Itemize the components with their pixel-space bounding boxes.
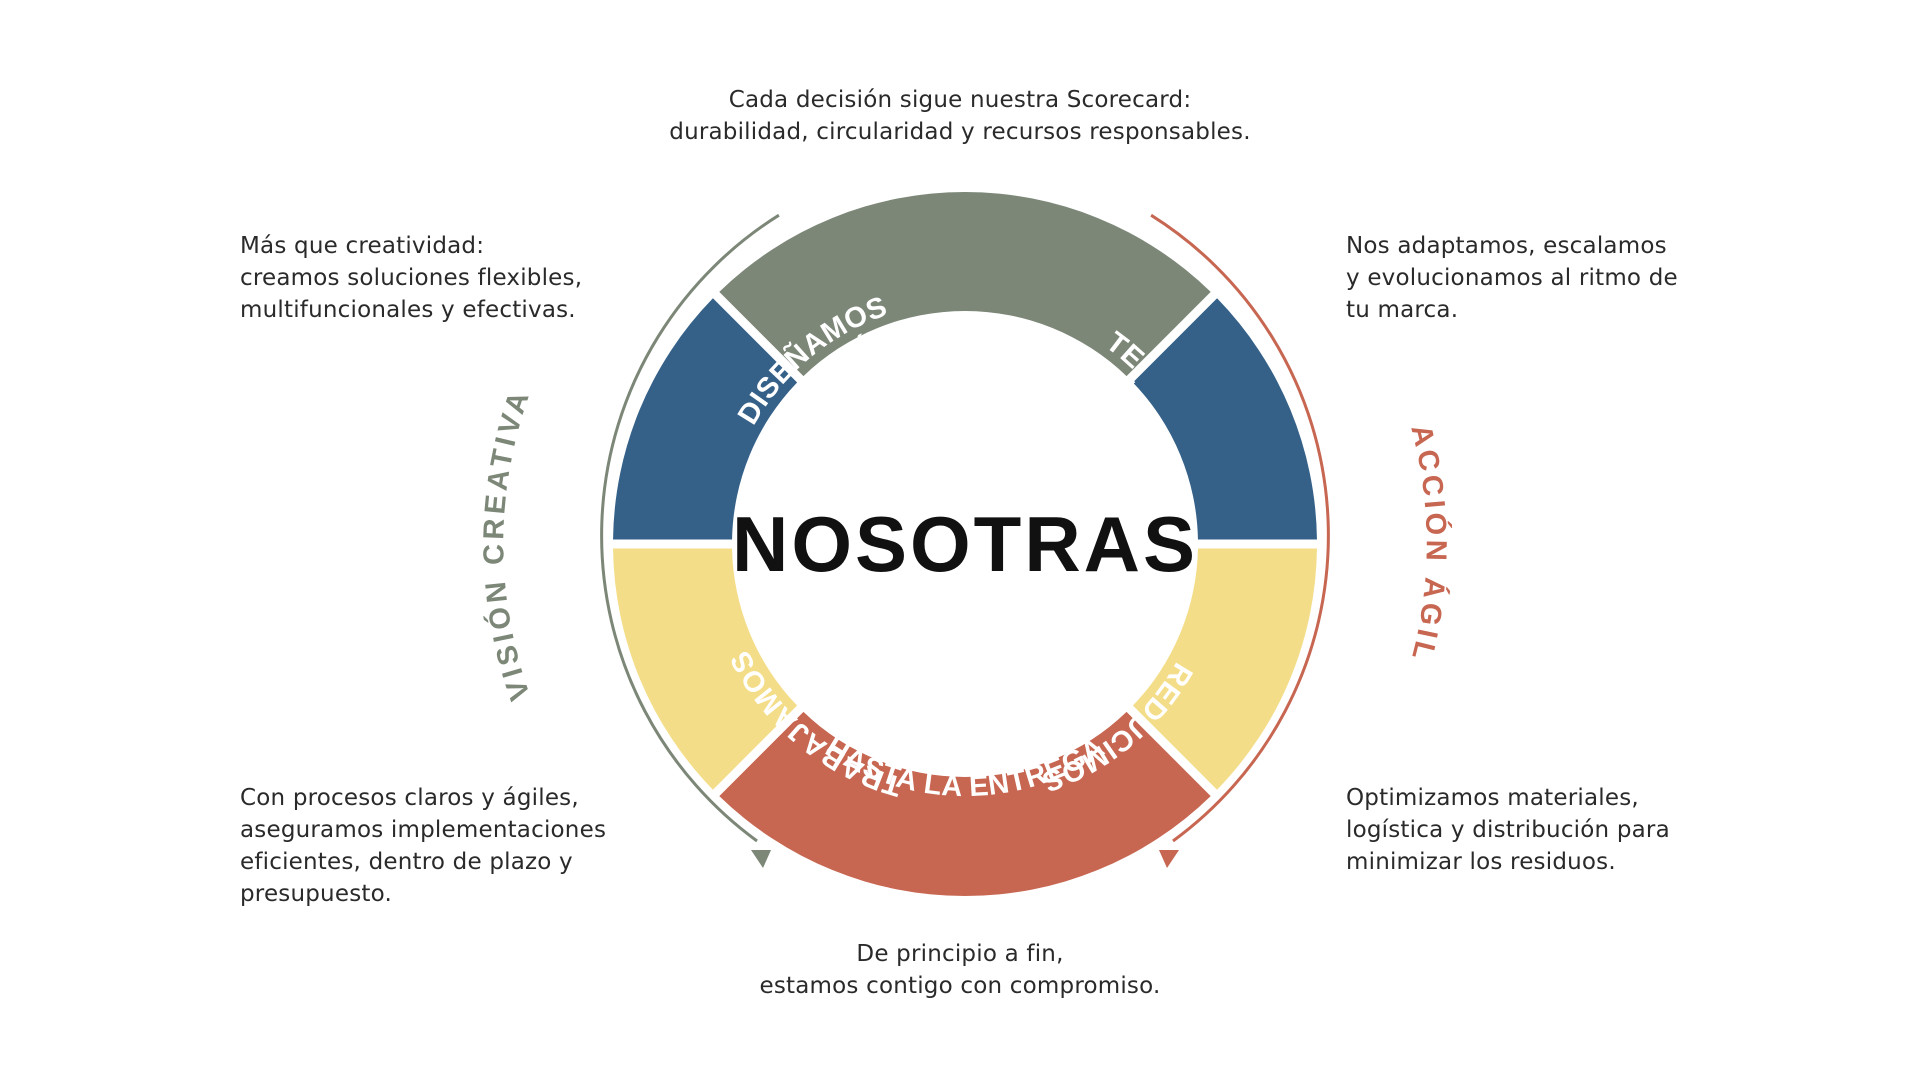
bottom-caption: De principio a fin, estamos contigo con … [759, 941, 1161, 999]
top-left-caption: Más que creatividad: creamos soluciones … [240, 233, 583, 323]
segment-lower-right [1132, 548, 1317, 790]
segment-upper-right [1132, 298, 1317, 540]
top-right-caption: Nos adaptamos, escalamos y evolucionamos… [1346, 233, 1678, 323]
bottom-left-caption: Con procesos claros y ágiles, aseguramos… [240, 785, 607, 907]
bottom-right-caption: Optimizamos materiales, logística y dist… [1346, 785, 1670, 875]
segment-top-label-line2: ALAI [927, 463, 1003, 498]
left-flow-arc [600, 213, 780, 843]
left-side-label: VISIÓN CREATIVA [478, 384, 537, 704]
left-arrowhead-icon [751, 850, 771, 868]
segment-upper-left [613, 298, 798, 540]
right-arrowhead-icon [1159, 850, 1179, 868]
right-flow-arc [1150, 213, 1330, 843]
top-caption: Cada decisión sigue nuestra Scorecard: d… [669, 87, 1251, 145]
segment-bottom [719, 711, 1211, 897]
segment-lower-left [613, 548, 798, 790]
segment-top [719, 191, 1211, 377]
right-side-label: ACCIÓN ÁGIL [1404, 421, 1454, 666]
center-title: NOSOTRAS [732, 500, 1198, 588]
